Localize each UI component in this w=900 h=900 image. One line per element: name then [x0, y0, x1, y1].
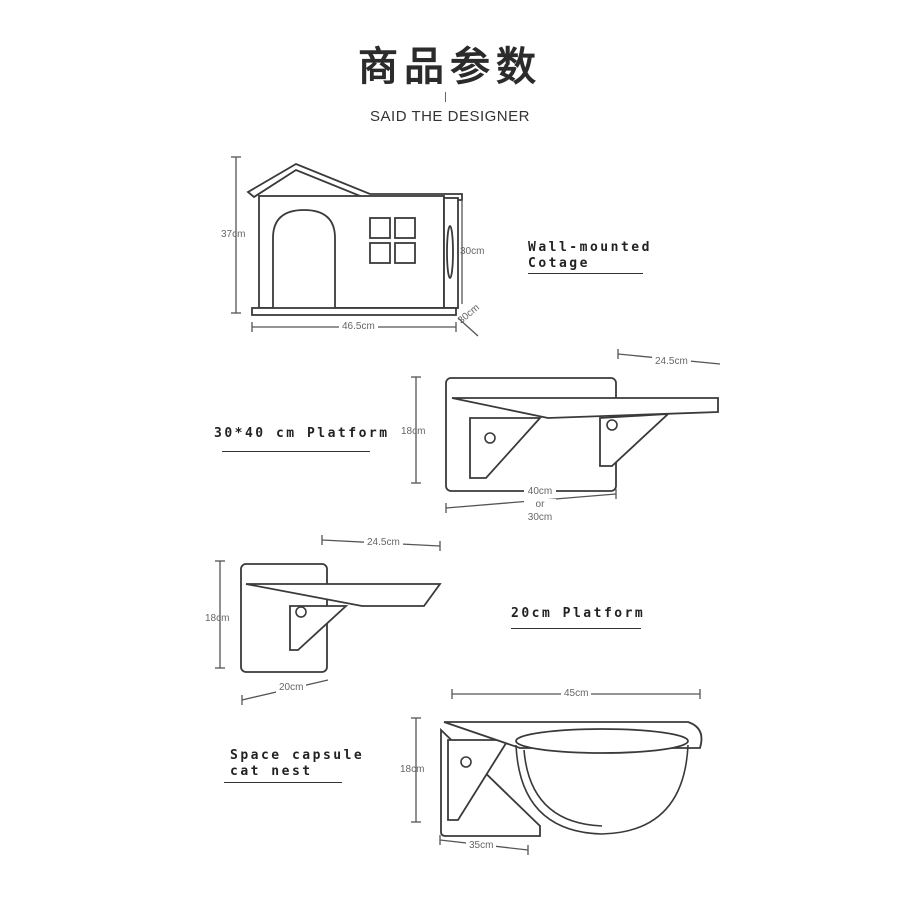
cottage-height-dimension: 37cm [221, 229, 246, 240]
title-divider [445, 92, 446, 102]
platform-30x40-width-line3: 30cm [524, 512, 556, 523]
page-subtitle: SAID THE DESIGNER [370, 108, 530, 125]
platform-30x40-width-line2: or [524, 499, 556, 510]
platform-30x40-width-line1: 40cm [524, 486, 556, 497]
cottage-inner-height-dimension: 30cm [460, 246, 485, 257]
platform-30x40-height-dimension: 18cm [401, 426, 426, 437]
capsule-width-dimension: 45cm [561, 688, 592, 699]
page-title: 商品参数 [358, 43, 542, 90]
capsule-label-line2: cat nest [230, 764, 313, 779]
platform-20-label: 20cm Platform [511, 606, 646, 621]
platform-20-drawing [215, 535, 442, 705]
platform-20-depth-dimension: 24.5cm [364, 537, 403, 548]
capsule-base-dimension: 35cm [466, 840, 497, 851]
cottage-label-underline [528, 273, 643, 274]
capsule-label-underline [224, 782, 342, 783]
capsule-drawing [411, 689, 703, 855]
platform-20-label-underline [511, 628, 641, 629]
platform-30x40-label-underline [222, 451, 370, 452]
cottage-width-dimension: 46.5cm [339, 321, 378, 332]
capsule-label-line1: Space capsule [230, 748, 365, 763]
cottage-label-line1: Wall-mounted [528, 240, 652, 255]
platform-20-width-dimension: 20cm [276, 682, 307, 693]
platform-30x40-label: 30*40 cm Platform [214, 426, 390, 441]
platform-30x40-drawing [411, 349, 721, 513]
capsule-height-dimension: 18cm [400, 764, 425, 775]
platform-30x40-depth-dimension: 24.5cm [652, 356, 691, 367]
platform-20-height-dimension: 18cm [205, 613, 230, 624]
cottage-label-line2: Cotage [528, 256, 590, 271]
cottage-drawing [231, 156, 479, 337]
